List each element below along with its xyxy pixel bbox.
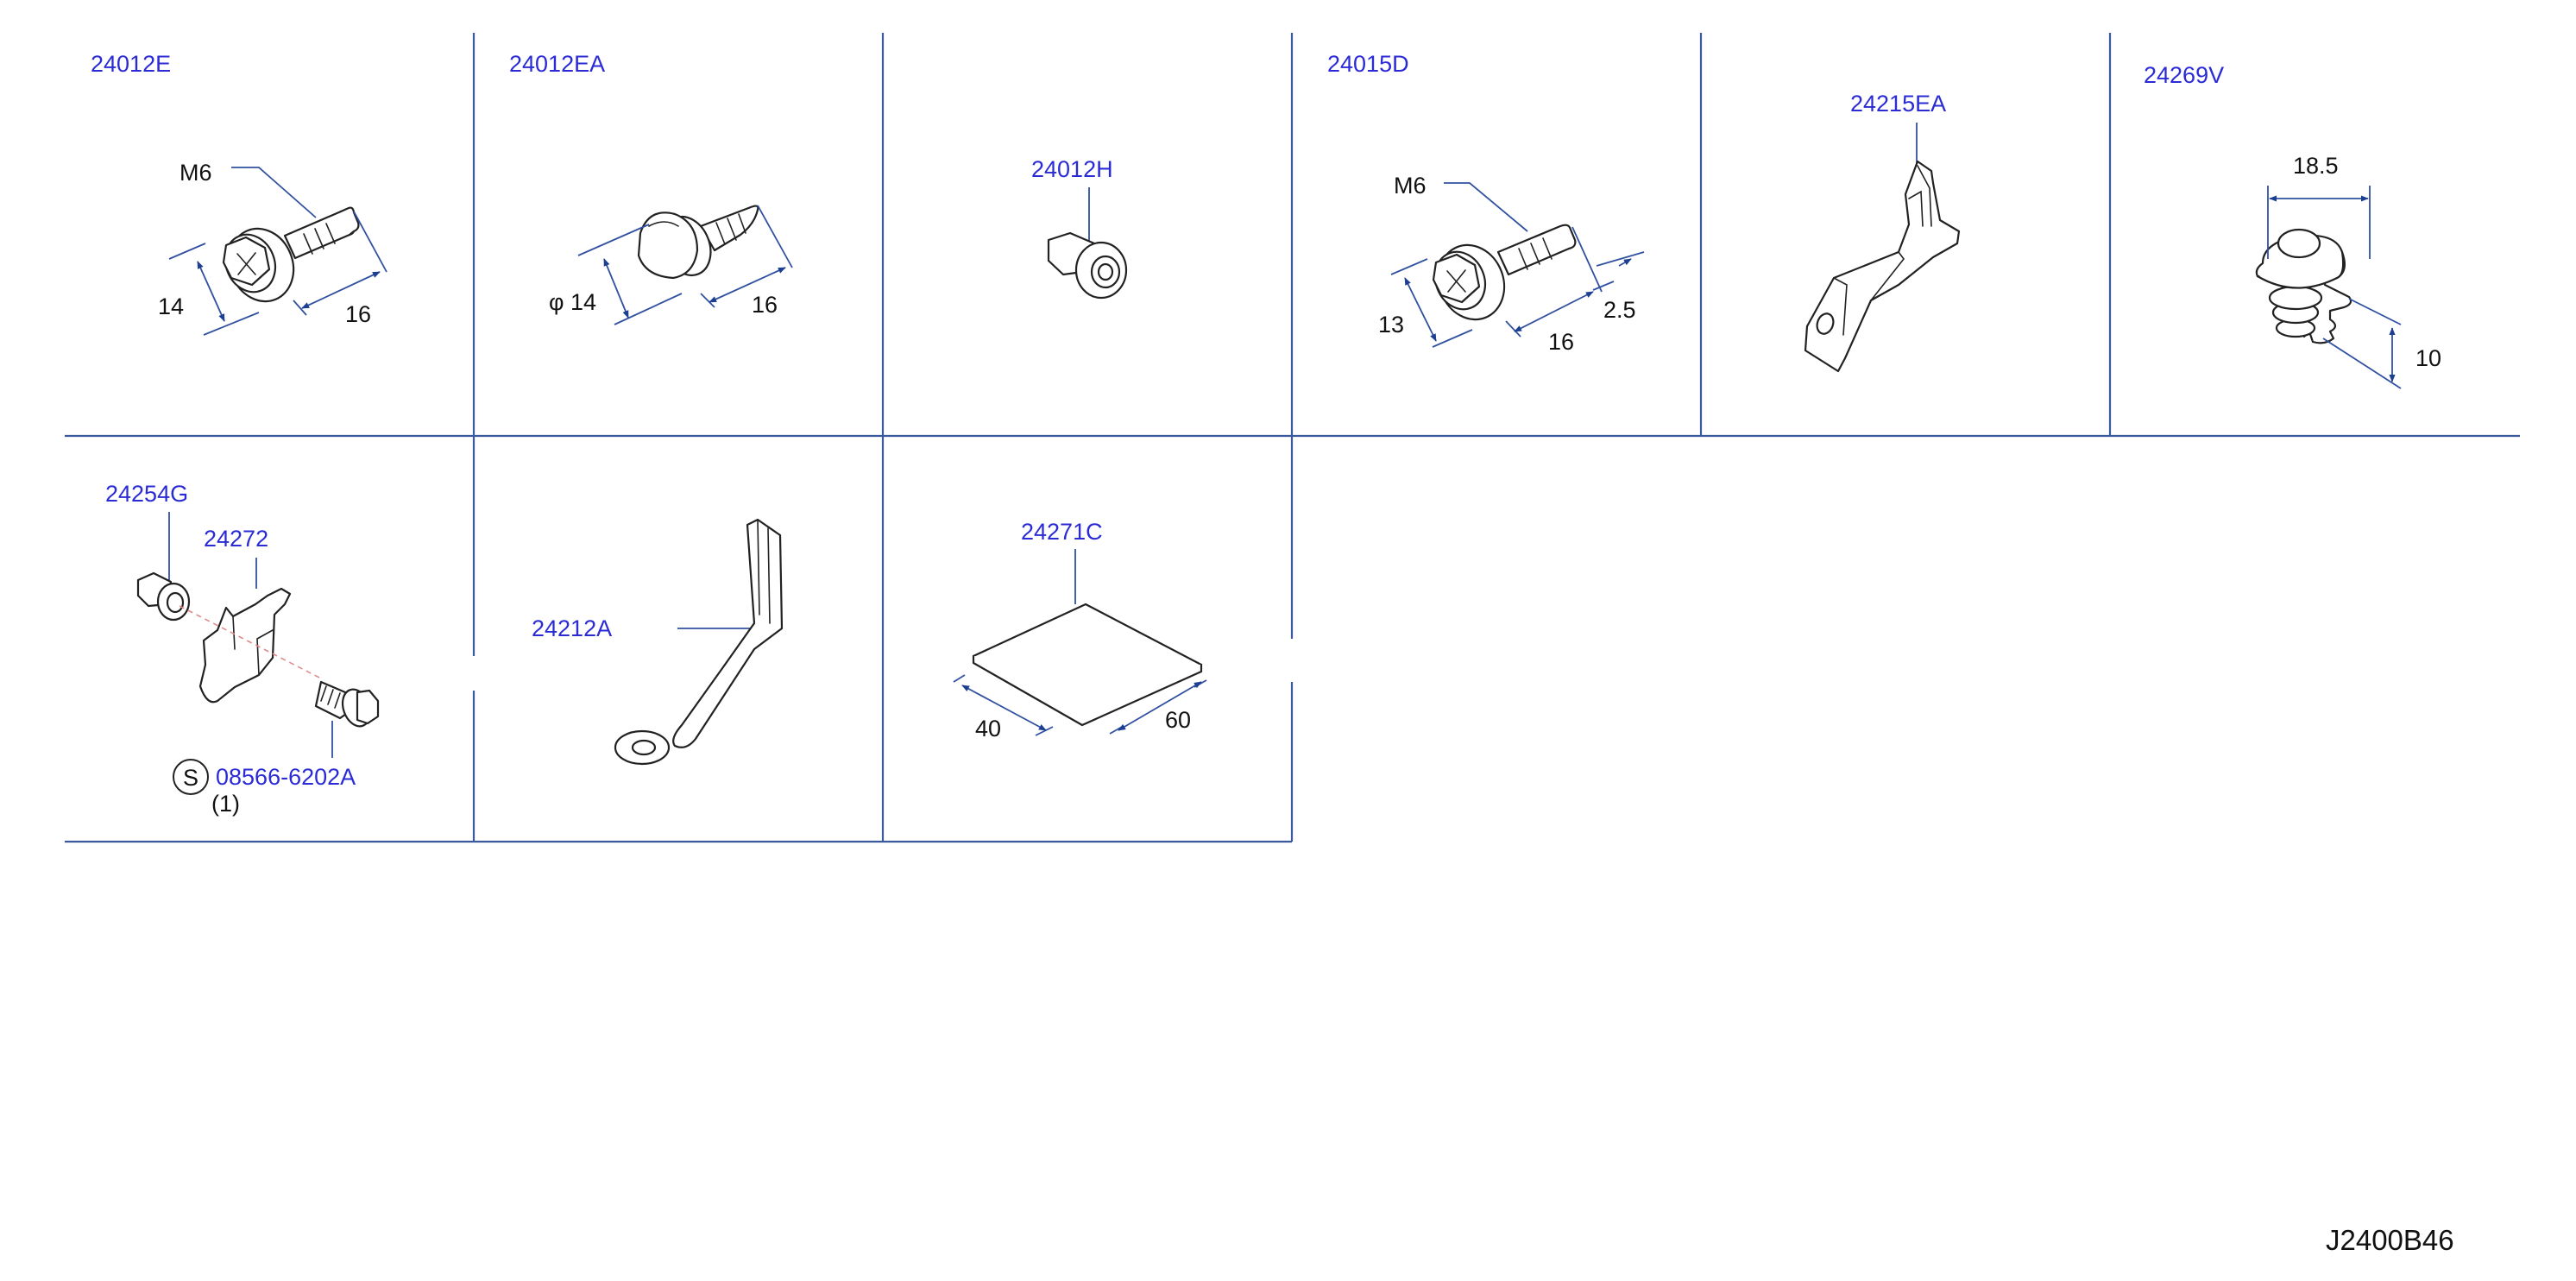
hex-bolt-drawing bbox=[1432, 224, 1577, 321]
dim-head-diameter: 18.5 bbox=[2293, 153, 2339, 179]
dim-length: 16 bbox=[345, 301, 371, 327]
part-label-24212A[interactable]: 24212A bbox=[532, 615, 612, 641]
leader-line bbox=[231, 167, 317, 218]
dim-head: 14 bbox=[158, 293, 184, 319]
part-label-24272[interactable]: 24272 bbox=[204, 526, 268, 552]
part-label-24269V[interactable]: 24269V bbox=[2144, 62, 2224, 88]
cell-24215EA: 24215EA bbox=[1804, 91, 1961, 373]
leader-line bbox=[1444, 182, 1528, 232]
dim-head: 13 bbox=[1378, 312, 1404, 338]
cell-24015D: 24015D M6 13 16 2.5 bbox=[1327, 51, 1645, 355]
part-label-24215EA[interactable]: 24215EA bbox=[1850, 91, 1946, 117]
dim-length: 16 bbox=[752, 292, 778, 318]
part-label-24254G[interactable]: 24254G bbox=[105, 481, 188, 507]
dim-length: 60 bbox=[1165, 707, 1191, 733]
cell-24012H: 24012H bbox=[1031, 156, 1128, 300]
part-label-24015D[interactable]: 24015D bbox=[1327, 51, 1409, 77]
part-label-24012H[interactable]: 24012H bbox=[1031, 156, 1113, 182]
bracket-drawing bbox=[1804, 160, 1961, 373]
nut-clip-drawing bbox=[1047, 231, 1128, 300]
dim-diameter: φ 14 bbox=[549, 289, 596, 315]
dim-thread: M6 bbox=[1394, 173, 1427, 199]
ground-strap-drawing bbox=[614, 518, 784, 766]
dim-length: 16 bbox=[1548, 329, 1574, 355]
push-clip-drawing bbox=[2255, 228, 2352, 344]
dim-length: 10 bbox=[2415, 345, 2441, 371]
hex-bolt-drawing bbox=[222, 206, 360, 303]
cell-24012EA: 24012EA φ 14 16 bbox=[509, 51, 793, 325]
cell-24269V: 24269V 18.5 10 bbox=[2144, 62, 2441, 389]
dim-width: 40 bbox=[975, 716, 1001, 741]
assembly-line bbox=[179, 605, 322, 679]
grid-frame bbox=[65, 33, 2520, 843]
part-label-24012E[interactable]: 24012E bbox=[91, 51, 171, 77]
part-quantity: (1) bbox=[211, 791, 240, 817]
part-label-24012EA[interactable]: 24012EA bbox=[509, 51, 605, 77]
push-rivet-drawing bbox=[637, 205, 759, 280]
standard-symbol-letter: S bbox=[183, 765, 198, 791]
cell-24012E: 24012E M6 14 16 bbox=[91, 51, 387, 336]
part-label-08566-6202A[interactable]: 08566-6202A bbox=[216, 764, 356, 790]
nut-clip-small-drawing bbox=[136, 571, 191, 622]
cell-24254G-24272: 24254G 24272 S 08566-6202A (1) bbox=[105, 481, 380, 817]
flange-bolt-drawing bbox=[314, 680, 380, 728]
clip-bracket-drawing bbox=[198, 587, 292, 704]
dim-shoulder: 2.5 bbox=[1603, 297, 1636, 323]
cell-24212A: 24212A bbox=[532, 518, 784, 766]
part-label-24271C[interactable]: 24271C bbox=[1021, 519, 1103, 545]
dim-thread: M6 bbox=[180, 160, 212, 186]
diagram-code: J2400B46 bbox=[2326, 1224, 2454, 1256]
cell-24271C: 24271C 40 60 bbox=[953, 519, 1207, 741]
standard-part-symbol bbox=[173, 759, 209, 795]
